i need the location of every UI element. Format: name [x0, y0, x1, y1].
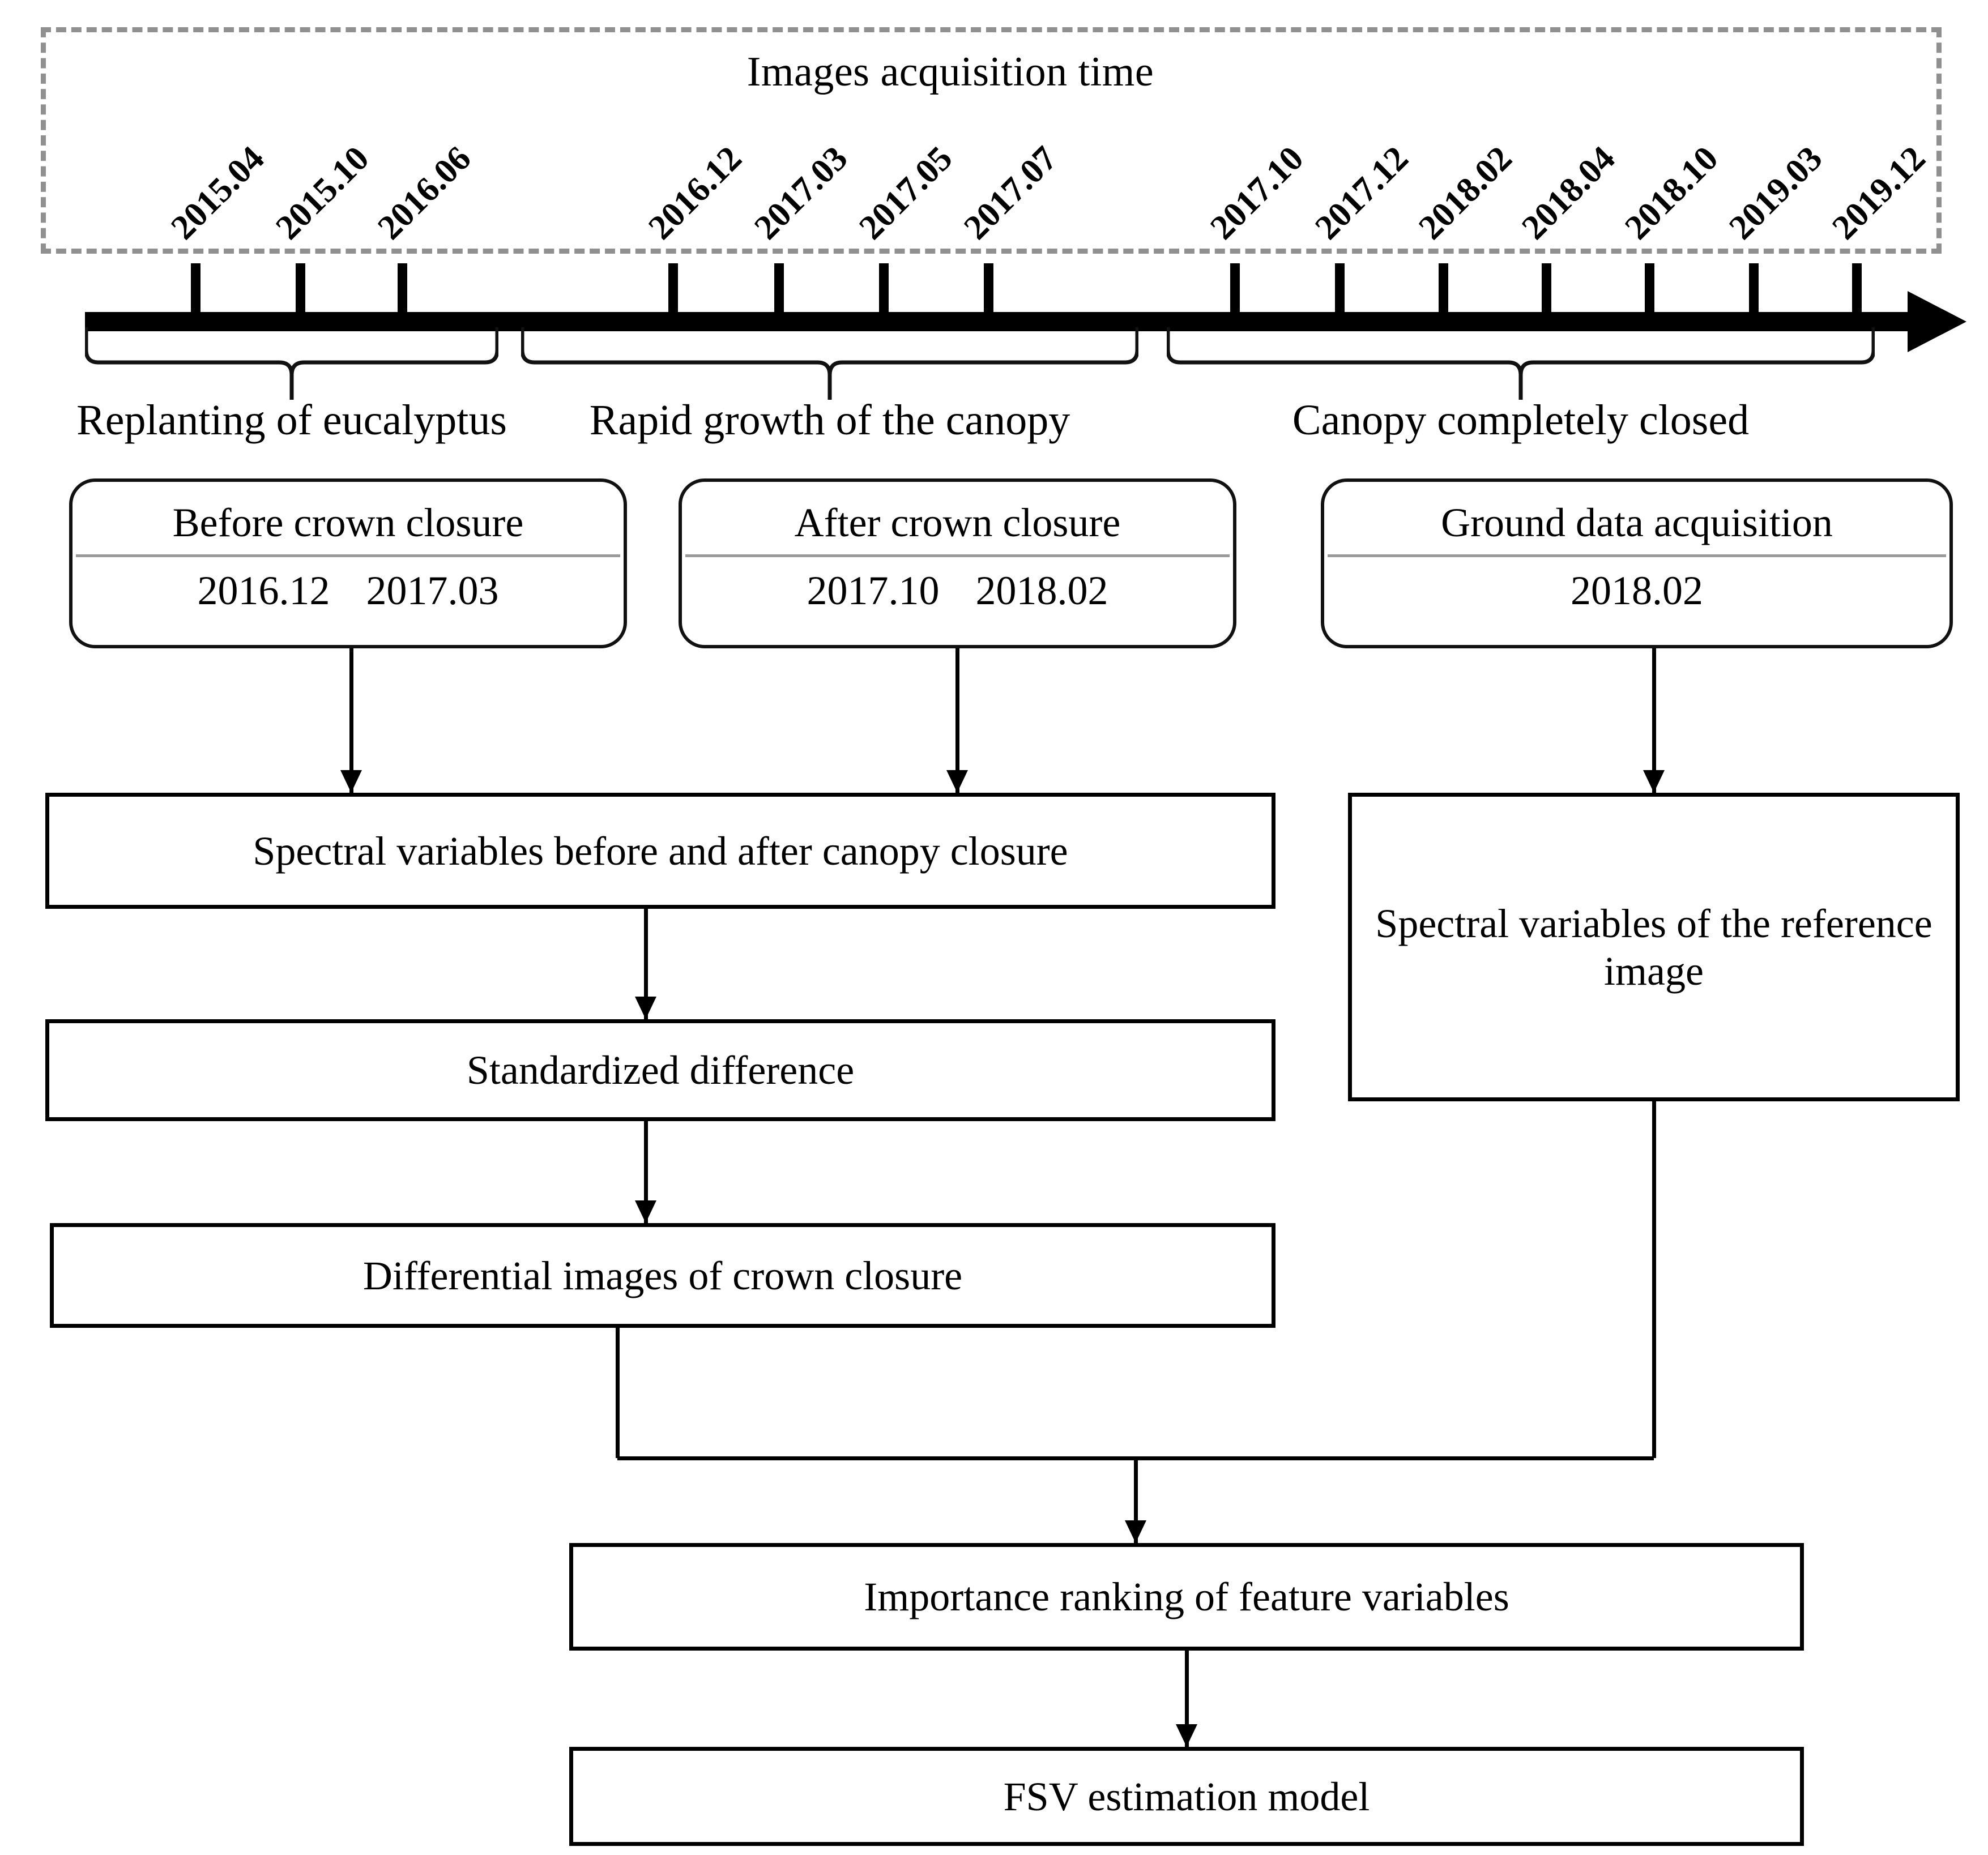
arrowhead-icon-std: [635, 997, 656, 1019]
period-card-date: 2018.02: [975, 568, 1108, 613]
timeline-tick: [984, 263, 993, 317]
period-card-date: 2017.10: [807, 568, 940, 613]
period-card-divider: [685, 554, 1230, 557]
phase-brace: [84, 327, 500, 401]
phase-label: Replanting of eucalyptus: [76, 396, 507, 444]
phase-label: Rapid growth of the canopy: [589, 396, 1070, 444]
process-box-label: Spectral variables before and after cano…: [253, 828, 1068, 874]
arrowhead-icon-card2: [946, 770, 968, 793]
timeline-tick: [1439, 263, 1448, 317]
connector-vline: [644, 1121, 648, 1223]
process-box-label: Importance ranking of feature variables: [864, 1574, 1509, 1619]
timeline-tick: [398, 263, 407, 317]
period-card-divider: [1328, 554, 1946, 557]
connector-vline: [1134, 1458, 1138, 1543]
timeline-tick: [668, 263, 678, 317]
period-card-dates: 2018.02: [1324, 562, 1949, 619]
timeline-tick: [879, 263, 889, 317]
timeline-arrow-icon: [1908, 291, 1966, 352]
connector-vline: [644, 909, 648, 1019]
period-card-title: Ground data acquisition: [1441, 500, 1833, 545]
images-acquisition-dashed-box: [41, 27, 1942, 254]
process-box-spectral-before-after[interactable]: Spectral variables before and after cano…: [45, 793, 1275, 909]
arrowhead-icon-diff: [635, 1200, 656, 1223]
timeline-tick: [1335, 263, 1345, 317]
timeline-tick: [296, 263, 305, 317]
brace-icon: [1166, 327, 1876, 400]
period-card-divider: [76, 554, 620, 557]
arrowhead-icon-fsv: [1176, 1724, 1197, 1747]
process-box-label: Standardized difference: [466, 1048, 855, 1093]
timeline-tick: [1749, 263, 1759, 317]
period-card-date: 2017.03: [366, 568, 499, 613]
timeline-tick: [191, 263, 200, 317]
process-box-fsv-model[interactable]: FSV estimation model: [569, 1747, 1804, 1846]
phase-brace: [1166, 327, 1876, 401]
period-card-date: 2016.12: [197, 568, 330, 613]
timeline-axis: [85, 312, 1920, 331]
connector-vline: [1652, 648, 1656, 793]
process-box-label: FSV estimation model: [1003, 1773, 1370, 1819]
period-card-date: 2018.02: [1571, 568, 1703, 613]
process-box-spectral-reference[interactable]: Spectral variables of the reference imag…: [1348, 793, 1960, 1101]
phase-label: Canopy completely closed: [1292, 396, 1750, 444]
period-card-title: Before crown closure: [172, 500, 524, 545]
period-card-title: After crown closure: [794, 500, 1121, 545]
timeline-tick: [1645, 263, 1654, 317]
connector-vline: [1185, 1651, 1189, 1747]
process-box-label: Differential images of crown closure: [362, 1253, 963, 1298]
timeline-tick: [774, 263, 784, 317]
connector-vline: [616, 1328, 620, 1458]
process-box-differential-images[interactable]: Differential images of crown closure: [50, 1223, 1275, 1328]
timeline-title: Images acquisition time: [746, 49, 1154, 95]
timeline-tick: [1230, 263, 1240, 317]
period-card-dates: 2016.12 2017.03: [72, 562, 624, 619]
brace-icon: [84, 327, 500, 400]
timeline-tick: [1542, 263, 1551, 317]
period-card[interactable]: Before crown closure 2016.12 2017.03: [69, 478, 627, 648]
connector-vline: [1652, 1101, 1656, 1458]
arrowhead-icon-card3: [1643, 770, 1665, 793]
timeline-tick: [1852, 263, 1862, 317]
brace-icon: [520, 327, 1140, 400]
process-box-importance-ranking[interactable]: Importance ranking of feature variables: [569, 1543, 1804, 1651]
period-card[interactable]: After crown closure 2017.10 2018.02: [679, 478, 1236, 648]
arrowhead-icon-rank: [1125, 1520, 1146, 1543]
connector-vline: [349, 648, 353, 793]
phase-brace: [520, 327, 1140, 401]
process-box-standardized-difference[interactable]: Standardized difference: [45, 1019, 1275, 1121]
period-card-dates: 2017.10 2018.02: [682, 562, 1233, 619]
connector-vline: [955, 648, 959, 793]
period-card[interactable]: Ground data acquisition 2018.02: [1321, 478, 1953, 648]
arrowhead-icon-card1: [340, 770, 362, 793]
process-box-label: Spectral variables of the reference imag…: [1375, 900, 1932, 994]
